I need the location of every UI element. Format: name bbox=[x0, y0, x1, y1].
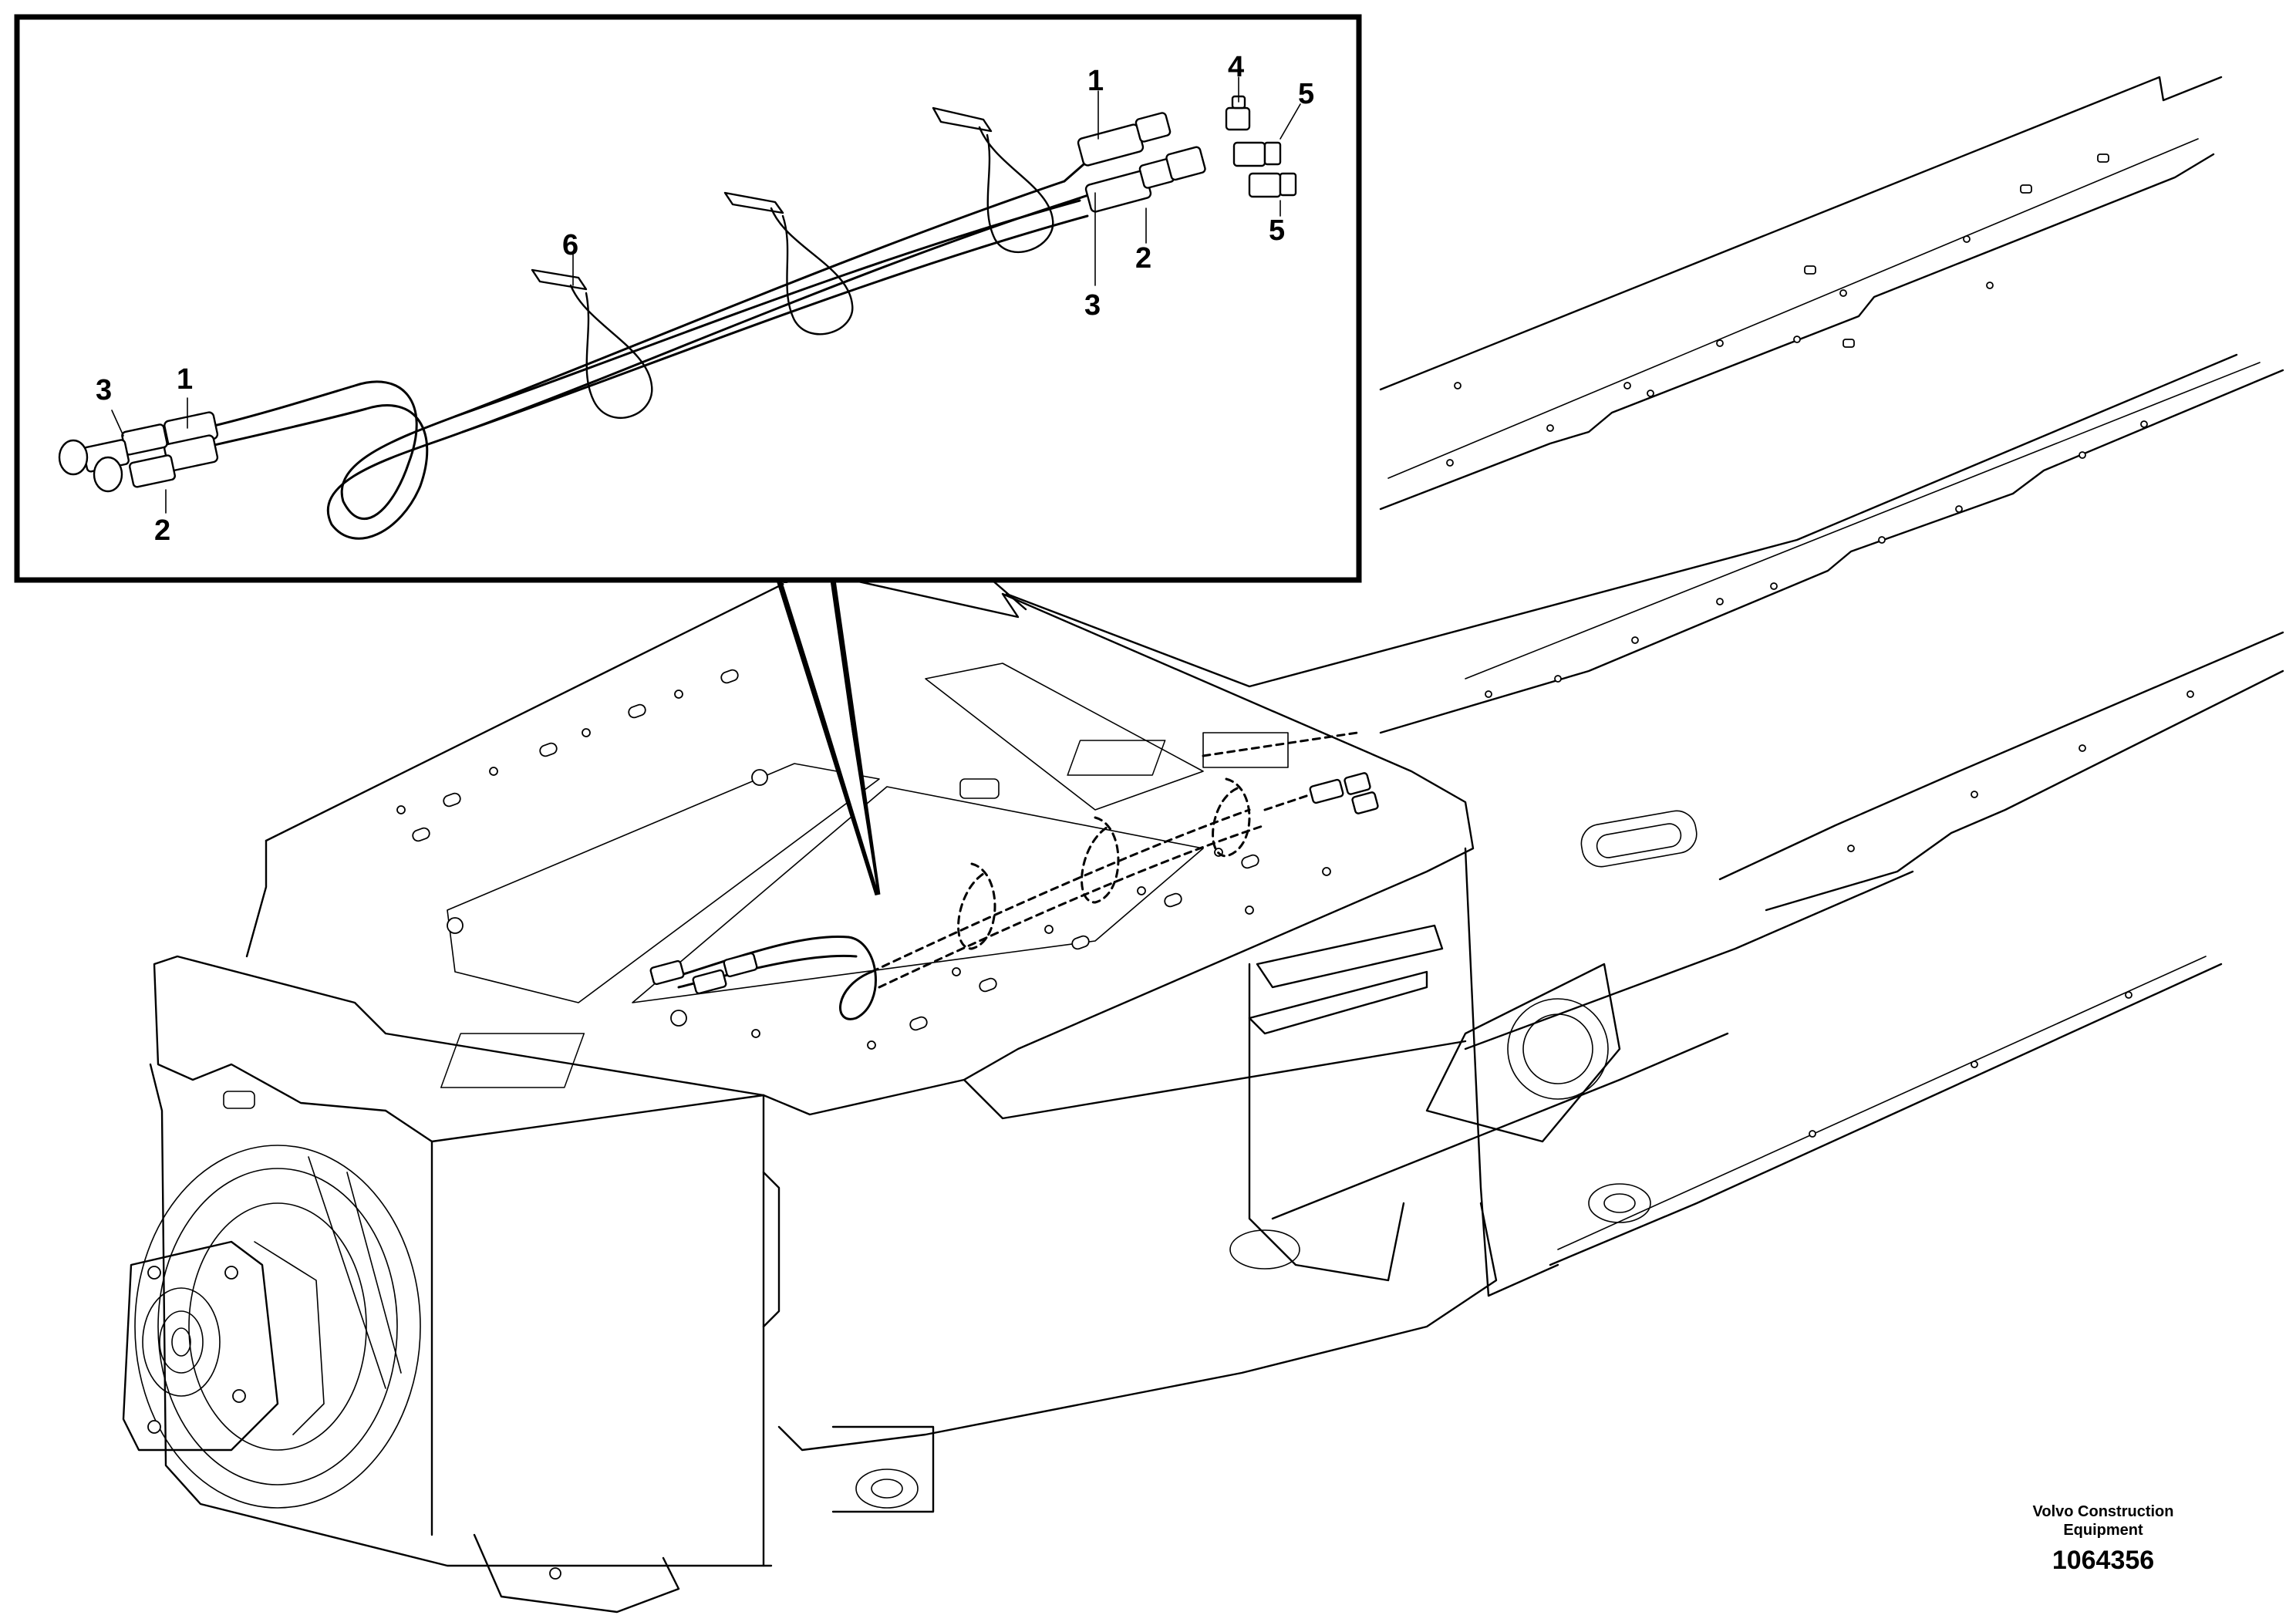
callout-2-left: 2 bbox=[154, 514, 170, 547]
left-fittings bbox=[58, 411, 219, 493]
rail-bolt-holes bbox=[1446, 153, 2194, 1138]
top-plate-holes bbox=[396, 669, 1331, 1050]
leader-lines bbox=[111, 76, 1301, 514]
callout-1-left: 1 bbox=[177, 363, 193, 396]
callout-3-right: 3 bbox=[1084, 289, 1101, 322]
brand-line-1: Volvo Construction bbox=[2032, 1503, 2174, 1520]
chassis-body bbox=[149, 508, 1698, 1614]
callout-4: 4 bbox=[1228, 51, 1244, 83]
document-number: 1064356 bbox=[2052, 1546, 2155, 1575]
footer-block: Volvo Construction Equipment 1064356 bbox=[1964, 1502, 2242, 1576]
drive-motor bbox=[122, 1145, 421, 1509]
callout-3-left: 3 bbox=[96, 374, 112, 406]
callout-1-top: 1 bbox=[1087, 65, 1104, 97]
detail-inset: 1 4 5 5 6 2 3 3 1 2 bbox=[14, 14, 1362, 896]
callout-5-lower: 5 bbox=[1269, 214, 1285, 247]
hose-clamp bbox=[531, 106, 1054, 419]
callout-6: 6 bbox=[562, 229, 578, 261]
callout-5-upper: 5 bbox=[1298, 78, 1314, 110]
frame-rails bbox=[1005, 76, 2284, 1266]
callout-2-right: 2 bbox=[1135, 242, 1151, 275]
brand-line-2: Equipment bbox=[2063, 1522, 2143, 1539]
right-fittings bbox=[1077, 95, 1297, 213]
brand-name: Volvo Construction Equipment bbox=[1964, 1502, 2242, 1539]
hose-assembly-installed bbox=[447, 731, 1379, 1027]
